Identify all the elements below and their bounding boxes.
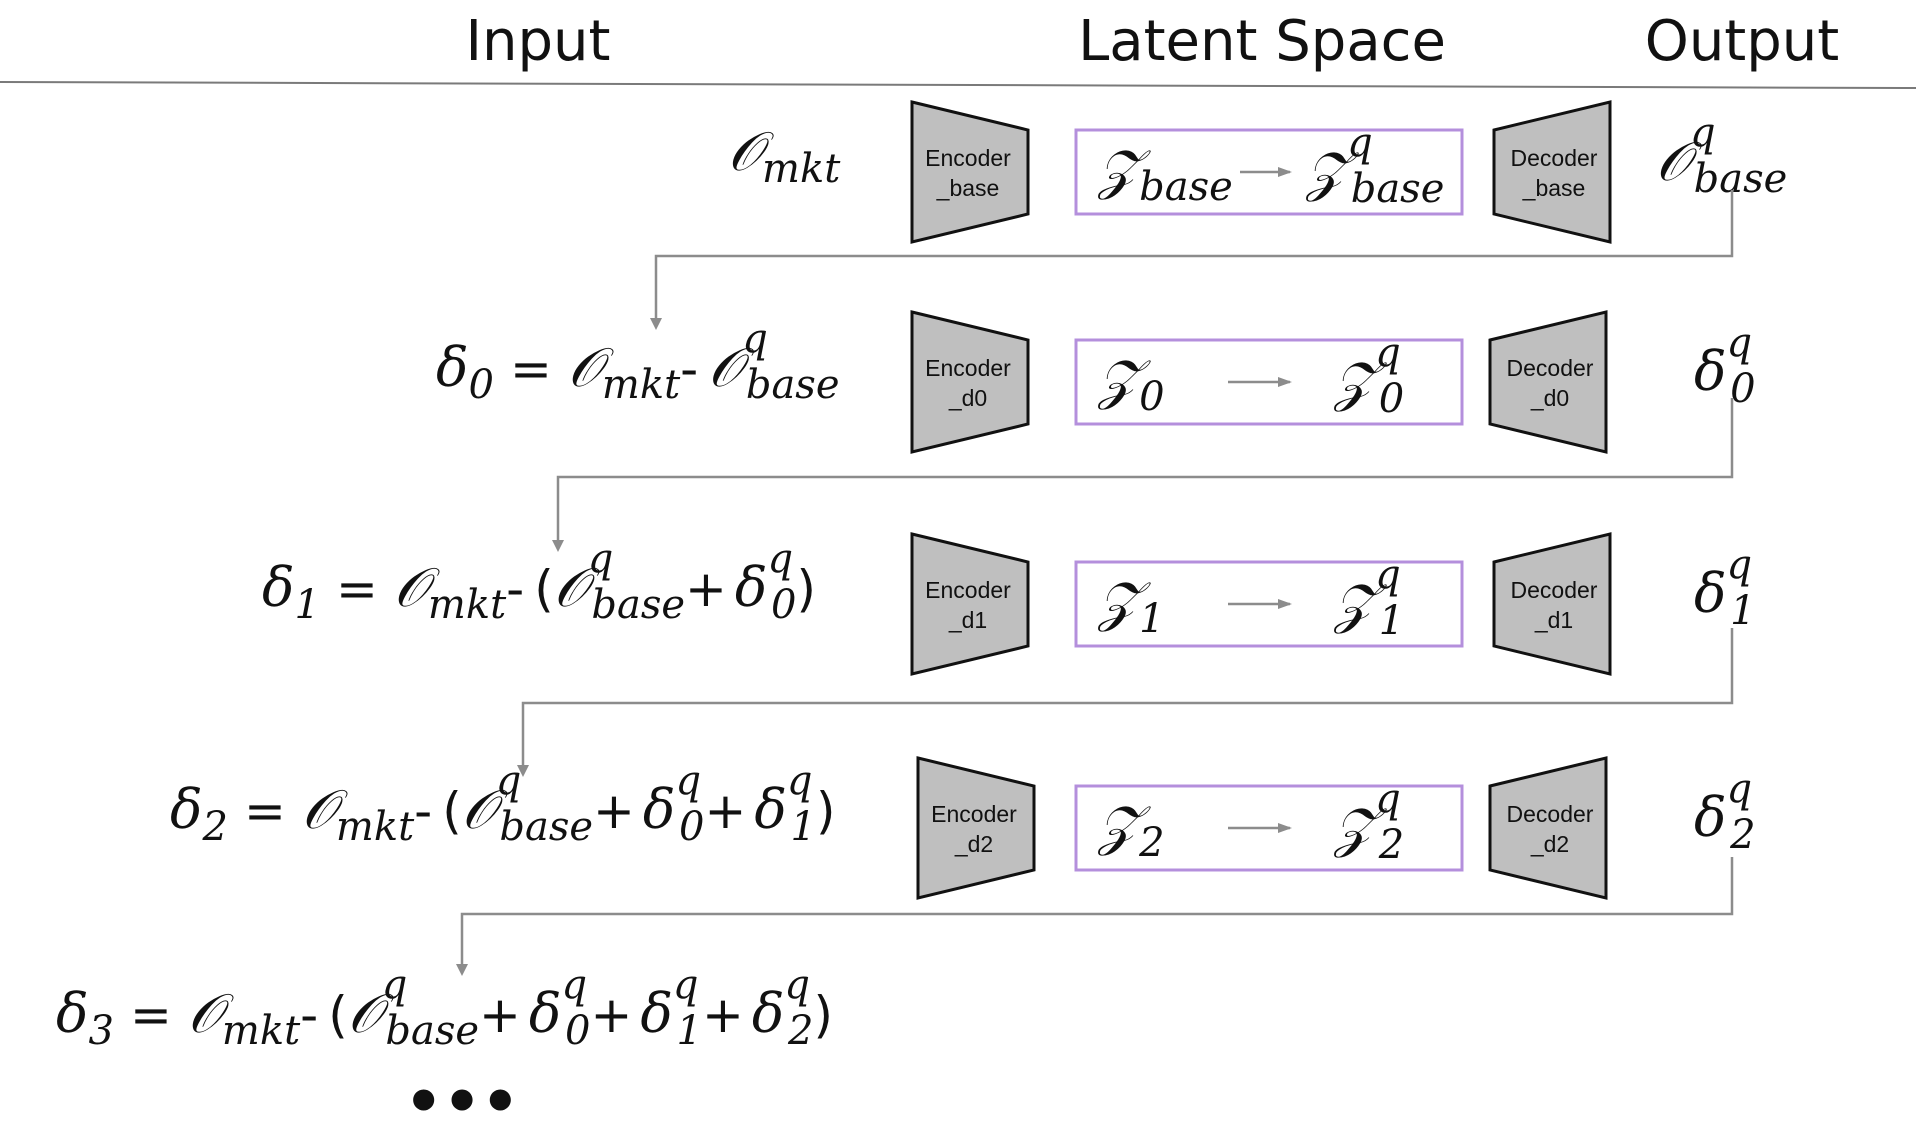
encoder-sublabel-1: _d0 (948, 385, 987, 411)
decoder-block-0 (1492, 100, 1612, 244)
encoder-block-2 (910, 532, 1030, 676)
header-output: Output (1645, 9, 1840, 74)
encoder-sublabel-3: _d2 (954, 831, 993, 857)
decoder-block-1 (1488, 310, 1608, 454)
decoder-sublabel-3: _d2 (1530, 831, 1569, 857)
header-input: Input (465, 9, 610, 74)
latent-box-0 (1074, 128, 1464, 216)
encoder-block-3 (916, 756, 1036, 900)
connector-1 (552, 398, 1734, 552)
latent-z-in-2: 𝒵1 (1097, 570, 1165, 642)
encoder-label-1: Encoder (925, 355, 1011, 381)
latent-z-in-1: 𝒵0 (1097, 348, 1165, 420)
decoder-label-2: Decoder (1511, 577, 1598, 603)
latent-z-in-3: 𝒵2 (1097, 794, 1165, 866)
header-divider (0, 81, 1916, 89)
latent-z-in-0: 𝒵base (1097, 138, 1233, 210)
ellipsis: ••• (404, 1067, 519, 1134)
encoder-label-0: Encoder (925, 145, 1011, 171)
connector-0 (650, 190, 1734, 330)
decoder-sublabel-2: _d1 (1534, 607, 1573, 633)
decoder-label-1: Decoder (1507, 355, 1594, 381)
latent-box-3 (1074, 784, 1464, 872)
encoder-sublabel-0: _base (936, 175, 1000, 201)
feedback-connectors (456, 190, 1734, 976)
encoder-label-3: Encoder (931, 801, 1017, 827)
encoder-block-0 (910, 100, 1030, 244)
encoder-sublabel-2: _d1 (948, 607, 987, 633)
encoder-label-2: Encoder (925, 577, 1011, 603)
latent-box-1 (1074, 338, 1464, 426)
connector-2 (517, 628, 1734, 777)
decoder-sublabel-1: _d0 (1530, 385, 1569, 411)
connector-3 (456, 857, 1734, 976)
decoder-block-2 (1492, 532, 1612, 676)
decoder-label-0: Decoder (1511, 145, 1598, 171)
encoder-block-1 (910, 310, 1030, 454)
input-o-mkt: 𝒪mkt (728, 120, 841, 192)
header-latent-space: Latent Space (1078, 9, 1446, 74)
decoder-label-3: Decoder (1507, 801, 1594, 827)
decoder-sublabel-0: _base (1522, 175, 1586, 201)
decoder-block-3 (1488, 756, 1608, 900)
latent-box-2 (1074, 560, 1464, 648)
